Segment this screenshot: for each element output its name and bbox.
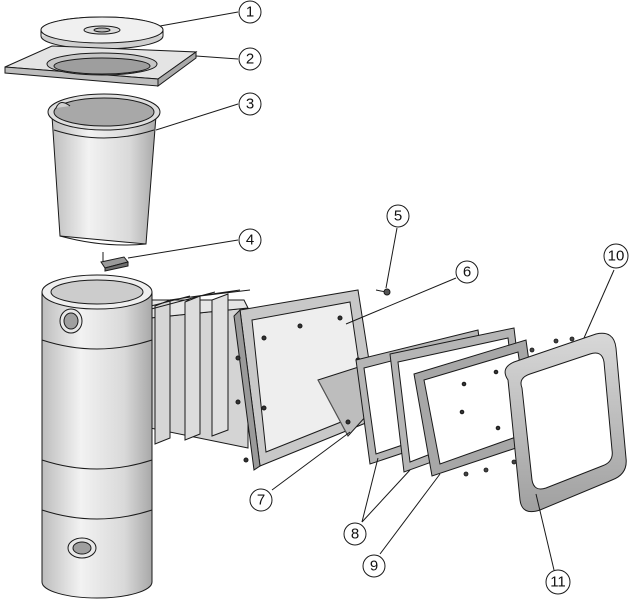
leader-8b: [361, 469, 411, 523]
callout-3-label: 3: [246, 96, 254, 113]
callout-5-label: 5: [394, 208, 402, 225]
leader-11: [535, 493, 555, 571]
basket: [47, 93, 161, 246]
leader-lines: [127, 11, 615, 571]
leader-8a: [361, 457, 379, 523]
leader-4: [127, 239, 239, 259]
callout-11: 11: [545, 569, 571, 595]
callout-2-label: 2: [246, 51, 254, 68]
callout-9-label: 9: [370, 558, 378, 575]
screw: [375, 288, 391, 296]
callout-8: 8: [343, 522, 367, 546]
callout-8-label: 8: [351, 526, 359, 543]
callout-10: 10: [603, 243, 629, 269]
leader-10: [583, 269, 615, 339]
callout-2: 2: [238, 47, 262, 71]
callout-6: 6: [455, 260, 479, 284]
clip: [100, 252, 129, 272]
callout-9: 9: [362, 554, 386, 578]
callout-11-label: 11: [550, 574, 566, 591]
leader-1: [159, 11, 239, 27]
callout-5: 5: [386, 204, 410, 228]
callout-7-label: 7: [257, 492, 265, 509]
callout-6-label: 6: [463, 264, 471, 281]
trim-ring: [504, 332, 627, 513]
callout-3: 3: [238, 92, 262, 116]
leader-2: [195, 55, 239, 60]
callout-7: 7: [249, 488, 273, 512]
callout-4: 4: [238, 228, 262, 252]
leader-5: [385, 227, 398, 289]
leader-6: [345, 277, 457, 325]
callout-1: 1: [238, 0, 262, 24]
lid: [40, 16, 164, 50]
callout-10-label: 10: [608, 248, 625, 265]
leader-3: [155, 103, 239, 131]
callout-4-label: 4: [246, 232, 254, 249]
leader-9: [379, 473, 441, 555]
deck-collar: [4, 45, 198, 87]
leader-7: [271, 431, 351, 491]
skimmer-body: [41, 274, 387, 599]
callout-1-label: 1: [246, 4, 254, 21]
